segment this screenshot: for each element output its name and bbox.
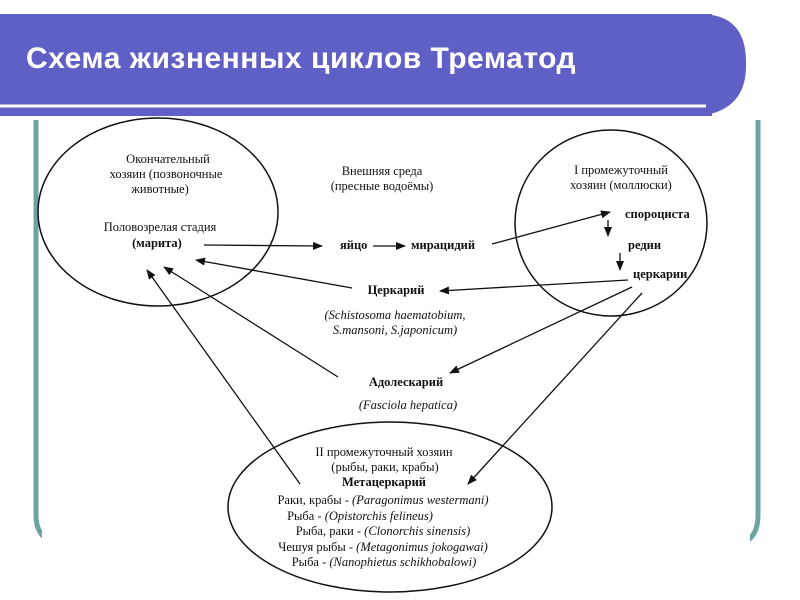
host-2-example-4-species: (Metagonimus jokogawai) [356, 540, 488, 554]
cercariae-label: церкарии [633, 267, 687, 281]
arrow-cercariae-to-host2 [467, 292, 643, 485]
slide-title: Схема жизненных циклов Трематод [26, 42, 577, 75]
egg-label: яйцо [340, 238, 367, 252]
metacercaria-label: Метацеркарий [342, 475, 426, 489]
cercaria-species-2: S.mansoni, S.japonicum) [333, 323, 457, 337]
host-2-example-2: Рыба - (Opistorchis felineus) [287, 509, 433, 523]
arrow-marita-to-egg [203, 241, 323, 250]
host-2-example-1: Раки, крабы - (Paragonimus westermani) [277, 493, 488, 507]
final-host-stage-line2: (марита) [132, 236, 182, 250]
arrow-miracidium-to-host1 [491, 210, 611, 245]
host-2-example-4-host: Чешуя рыбы - [278, 540, 356, 554]
arrow-cercariae-to-adolescaria [449, 286, 633, 374]
adolescaria-label: Адолескарий [369, 375, 443, 389]
title-bar-bg [0, 14, 712, 116]
arrow-cercariae-to-cercaria [439, 279, 629, 295]
intermediate-host-1-heading-1: I промежуточный [574, 163, 668, 177]
host-2-example-4: Чешуя рыбы - (Metagonimus jokogawai) [278, 540, 488, 554]
final-host-heading-3: животные) [130, 182, 189, 196]
host-2-example-3: Рыба, раки - (Clonorchis sinensis) [296, 524, 471, 538]
host-2-example-5: Рыба - (Nanophietus schikhobalowi) [292, 555, 477, 569]
environment-heading-2: (пресные водоёмы) [331, 179, 434, 193]
final-host-heading-2: хозяин (позвоночные [110, 167, 223, 181]
cercaria-species-1: (Schistosoma haematobium, [325, 308, 466, 322]
host-2-example-1-species: (Paragonimus westermani) [352, 493, 488, 507]
host-2-example-3-host: Рыба, раки - [296, 524, 364, 538]
rediae-label: редии [628, 238, 661, 252]
diagram-background [42, 124, 750, 594]
intermediate-host-1-ellipse [514, 129, 708, 317]
intermediate-host-2-heading-2: (рыбы, раки, крабы) [331, 460, 438, 474]
arrow-adolescaria-to-final-host [163, 266, 339, 378]
intermediate-host-1-heading-2: хозяин (моллюски) [570, 178, 672, 192]
host-2-example-2-host: Рыба - [287, 509, 325, 523]
host-2-example-1-host: Раки, крабы - [277, 493, 352, 507]
final-host-stage-line1: Половозрелая стадия [104, 220, 217, 234]
environment-heading-1: Внешняя среда [342, 164, 423, 178]
arrow-host2-to-final-host [146, 269, 301, 485]
intermediate-host-2-ellipse [227, 421, 553, 593]
miracidium-label: мирацидий [411, 238, 475, 252]
cercaria-label: Церкарий [368, 283, 425, 297]
final-host-ellipse [37, 117, 279, 307]
host-2-example-5-species: (Nanophietus schikhobalowi) [329, 555, 476, 569]
sporocyst-label: спороциста [625, 207, 690, 221]
final-host-heading-1: Окончательный [126, 152, 210, 166]
host-2-example-5-host: Рыба - [292, 555, 330, 569]
adolescaria-species: (Fasciola hepatica) [359, 398, 457, 412]
arrow-cercaria-to-final-host [195, 257, 353, 289]
host-2-example-2-species: (Opistorchis felineus) [325, 509, 433, 523]
intermediate-host-2-heading-1: II промежуточный хозяин [315, 445, 453, 459]
host-2-example-3-species: (Clonorchis sinensis) [364, 524, 470, 538]
